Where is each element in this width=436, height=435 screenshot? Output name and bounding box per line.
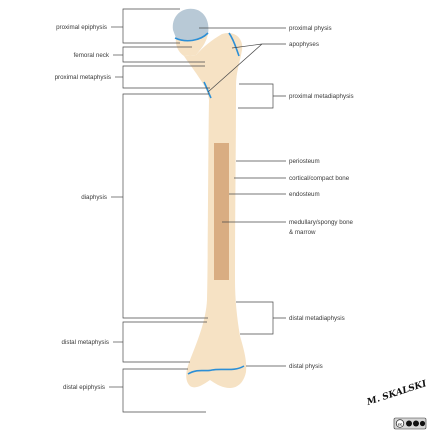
bracket-proximal-epiphysis	[123, 9, 180, 43]
bracket-proximal-metadiaphysis	[238, 84, 286, 108]
bracket-diaphysis	[123, 94, 209, 318]
label-proximal-metadiaphysis: proximal metadiaphysis	[289, 93, 354, 100]
bracket-distal-metadiaphysis	[236, 302, 286, 334]
label-endosteum: endosteum	[289, 191, 320, 198]
author-signature: M. SKALSKI	[365, 379, 429, 408]
label-apophyses: apophyses	[289, 41, 319, 48]
label-distal-metadiaphysis: distal metadiaphysis	[289, 315, 345, 322]
label-cortical-bone: cortical/compact bone	[289, 175, 350, 182]
label-femoral-neck: femoral neck	[74, 52, 110, 59]
label-periosteum: periosteum	[289, 158, 320, 165]
label-medullary-line1: medullary/spongy bone	[289, 219, 354, 226]
label-diaphysis: diaphysis	[81, 194, 107, 201]
sa-icon	[420, 421, 425, 426]
label-proximal-physis: proximal physis	[289, 25, 332, 32]
label-medullary-line2: & marrow	[289, 229, 316, 236]
nc-icon	[413, 421, 419, 427]
label-proximal-epiphysis: proximal epiphysis	[56, 24, 107, 31]
femoral-head-cartilage	[173, 9, 209, 40]
left-labels: proximal epiphysis femoral neck proximal…	[55, 24, 111, 391]
femur-bone	[173, 9, 246, 388]
by-icon	[406, 421, 412, 427]
right-labels: proximal physis apophyses proximal metad…	[289, 25, 354, 370]
license-badge-text: cc	[398, 421, 403, 426]
label-distal-epiphysis: distal epiphysis	[63, 384, 105, 391]
signature-block: M. SKALSKI cc	[365, 379, 429, 429]
label-distal-physis: distal physis	[289, 363, 323, 370]
label-proximal-metaphysis: proximal metaphysis	[55, 74, 111, 81]
medullary-cavity	[214, 143, 229, 280]
label-distal-metaphysis: distal metaphysis	[62, 339, 109, 346]
